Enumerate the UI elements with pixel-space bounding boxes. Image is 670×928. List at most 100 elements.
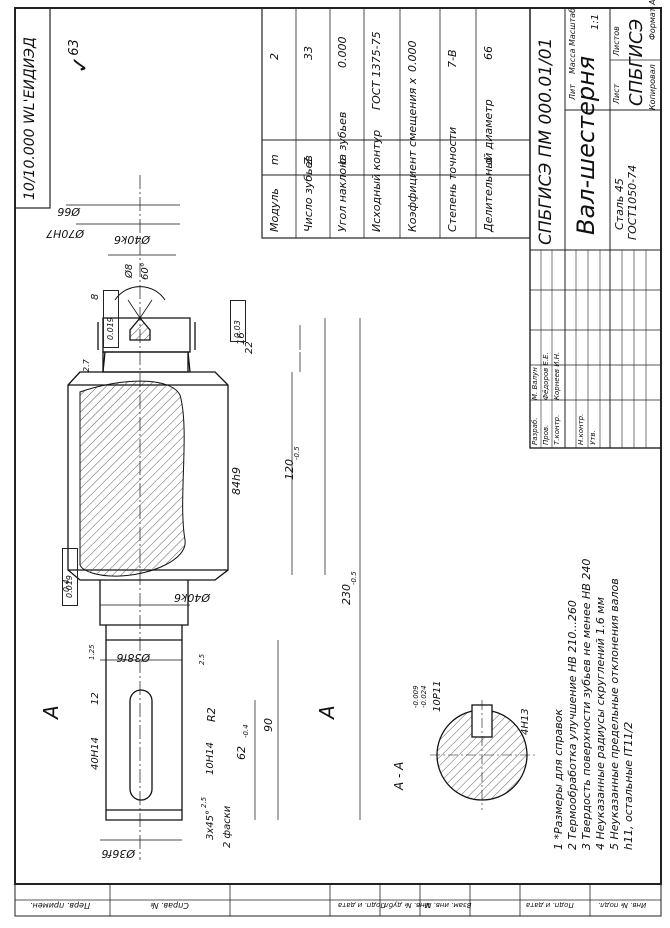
dim-len-62: 62	[235, 746, 248, 760]
tb-role-4: Утв.	[589, 430, 597, 445]
tb-role-2: Т.контр.	[553, 414, 561, 445]
stamp-3: Инв. № дубл.	[382, 901, 430, 909]
dim-len-120: 120	[283, 459, 296, 480]
param-label-diameter: Делительный диаметр	[482, 99, 495, 232]
tol3: 0.03	[233, 320, 242, 338]
scale-value: 1:1	[590, 13, 601, 30]
dim-d5: Ø40k6	[173, 591, 210, 604]
dim-d6: Ø38f6	[116, 651, 150, 664]
tb-name-2: Корнеев И.Н.	[553, 351, 561, 400]
dim-chamfer-note: 2 фаски	[222, 805, 233, 848]
note-6: h11, остальные IT11/2	[622, 721, 635, 850]
param-symbol-angle: b	[336, 158, 349, 165]
stamp-5: Подп. и дата	[526, 901, 574, 909]
dim-r-25b: 2.5	[200, 796, 208, 808]
param-label-module: Модуль	[268, 188, 281, 232]
param-value-angle: 0.000	[336, 36, 349, 69]
param-value-module: 2	[268, 53, 281, 60]
param-label-contour: Исходный контур	[370, 129, 383, 232]
sheets-label: Листов	[612, 26, 621, 56]
note-3: 3 Твердость поверхности зубьев не менее …	[580, 558, 593, 850]
key-width: 4H13	[520, 708, 531, 735]
param-label-shift: Коэффициент смещения x	[406, 77, 419, 232]
dim-d7: Ø36f6	[101, 847, 135, 860]
dim-len-62-tol: -0.4	[242, 724, 250, 738]
format-label: Формат А4	[648, 0, 657, 40]
tb-name-0: М. Валун	[531, 367, 539, 400]
section-marker-a-bottom: A	[314, 705, 339, 719]
scale-header: Масштаб	[568, 7, 577, 46]
dimension-lines	[66, 204, 361, 841]
tolerance-frame-3	[230, 300, 246, 342]
param-value-precision: 7-В	[446, 49, 459, 68]
dim-angle: 60°	[140, 262, 151, 280]
key-depth: 10P11	[432, 680, 443, 712]
dim-len-230: 230	[340, 584, 353, 605]
copied-label: Копировал	[648, 64, 657, 110]
stamp-6: Инв. № подл.	[598, 901, 647, 909]
drawing-title: Вал-шестерня	[572, 55, 600, 235]
dim-key-40: 40H14	[90, 737, 101, 770]
tb-role-3: Н.контр.	[577, 413, 585, 445]
stamp-1: Справ. №	[150, 901, 189, 910]
stamp-0: Перв. примен.	[30, 901, 91, 910]
note-4: 4 Неуказанные радиусы скруглений 1.6 мм	[594, 597, 607, 850]
key-tol: -0.024	[420, 685, 428, 708]
param-value-contour: ГОСТ 1375-75	[370, 31, 383, 110]
param-label-teeth: Число зубьев	[302, 155, 315, 232]
param-label-angle: Угол наклона зубьев	[336, 111, 349, 232]
tol1: 0.019	[106, 317, 115, 340]
roughness-value: 63	[66, 39, 82, 56]
dim-len-8: 8	[90, 293, 101, 300]
tolerance-frame-2	[62, 548, 78, 606]
dim-chamfer: 3x45°	[205, 809, 216, 840]
param-value-shift: 0.000	[406, 40, 419, 73]
section-label: А - А	[392, 761, 406, 790]
dim-len-22: 22	[244, 341, 255, 354]
dim-d1: Ø70Н7	[46, 227, 84, 240]
dim-r-25: 2.5	[198, 653, 206, 665]
dim-len-230-tol: -0.5	[350, 571, 358, 585]
stamp-4: Взам. инв. №	[424, 901, 472, 909]
dim-len-120-tol: -0.5	[293, 446, 301, 460]
key-tol2: -0.009	[412, 685, 420, 708]
param-value-teeth: 33	[302, 46, 315, 60]
organization: СПБГИСЭ	[626, 18, 647, 106]
dim-len-12: 12	[90, 692, 101, 705]
param-symbol-diameter: d	[482, 158, 495, 165]
material-line2: ГОСТ1050-74	[626, 164, 639, 240]
mass-header: Масса	[568, 48, 577, 74]
param-symbol-module: m	[268, 154, 281, 165]
tolerance-frame-1	[103, 290, 119, 348]
param-symbol-teeth: Z	[302, 157, 315, 165]
tb-name-1: Фёдоров Е.Е.	[542, 352, 550, 400]
doc-number: СПБГИСЭ ПМ 000.01/01	[536, 37, 556, 245]
stamp-2: Подп. и дата	[338, 901, 386, 909]
lit-header: Лит	[568, 84, 577, 100]
material-line1: Сталь 45	[613, 178, 626, 230]
doc-number-mirror: 10/10.000 WL'ЕИДИЭД	[22, 37, 38, 200]
section-a-a	[430, 700, 535, 810]
dim-r2: R2	[205, 707, 218, 722]
section-marker-a-top: A	[38, 705, 63, 719]
dim-r-125: 1.25	[88, 644, 96, 660]
note-1: 1 *Размеры для справок	[552, 708, 565, 850]
note-5: 5 Неуказанные предельные отклонения вало…	[608, 578, 621, 850]
tb-role-1: Пров.	[542, 424, 550, 445]
dim-d2: Ø66	[57, 205, 80, 218]
dim-key-10: 10H14	[205, 742, 216, 775]
note-2: 2 Термообработка улучшение НВ 210...260	[566, 600, 579, 850]
shaft-drawing	[67, 175, 229, 860]
dim-d3: Ø40k6	[113, 233, 150, 246]
tol2: 0.019	[65, 575, 74, 598]
sheet-label: Лист	[612, 83, 621, 104]
roughness-check-icon: ✓	[68, 55, 94, 74]
param-label-precision: Степень точности	[446, 126, 459, 232]
dim-r-27: 2.7	[82, 359, 91, 372]
dim-d4: Ø8	[124, 263, 135, 278]
dim-len-84: 84h9	[230, 467, 243, 495]
tb-role-0: Разраб.	[531, 417, 539, 445]
dim-len-90: 90	[262, 718, 275, 732]
param-value-diameter: 66	[482, 46, 495, 60]
